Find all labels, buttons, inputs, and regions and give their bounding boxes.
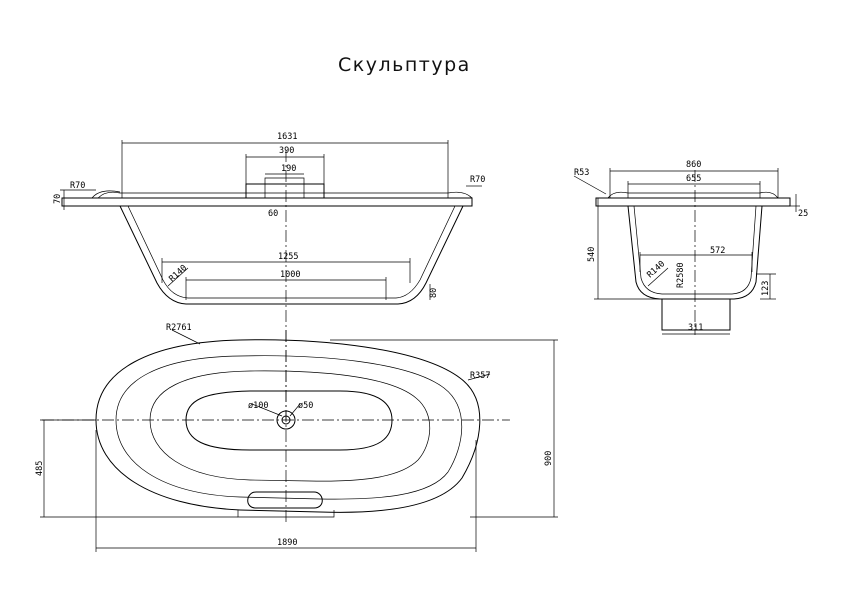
dim-r2580: R2580 [676,262,686,288]
dim-485: 485 [35,461,45,476]
dim-1255: 1255 [278,252,298,262]
dim-d50: ø50 [298,401,313,411]
front-view: 1631 390 190 60 1255 1000 R70 R70 70 R14… [53,132,485,420]
top-view: R2761 R357 ø100 ø50 485 900 1890 [35,323,558,552]
dim-80: 80 [429,288,439,298]
dim-25: 25 [798,209,808,219]
dim-r2761: R2761 [166,323,192,333]
dim-540: 540 [587,247,597,262]
dim-1000: 1000 [280,270,300,280]
dim-r70-left: R70 [70,181,85,191]
dim-655: 655 [686,174,701,184]
dim-r357: R357 [470,371,490,381]
dim-1631: 1631 [277,132,297,142]
drawing-title: Скульптура [338,54,471,76]
dim-r53: R53 [574,168,589,178]
dim-r140-side: R140 [645,259,667,280]
dim-572: 572 [710,246,725,256]
dim-311: 311 [688,323,703,333]
dim-r70-right: R70 [470,175,485,185]
dim-60: 60 [268,209,278,219]
side-view: 860 655 R53 25 540 572 R140 R2580 123 31… [573,160,808,335]
dim-860: 860 [686,160,701,170]
dim-123: 123 [761,281,771,296]
dim-390: 390 [279,146,294,156]
dim-d100: ø100 [248,401,268,411]
dim-190: 190 [281,164,296,174]
dim-1890: 1890 [277,538,297,548]
dim-70: 70 [53,194,63,204]
dim-900: 900 [544,451,554,466]
